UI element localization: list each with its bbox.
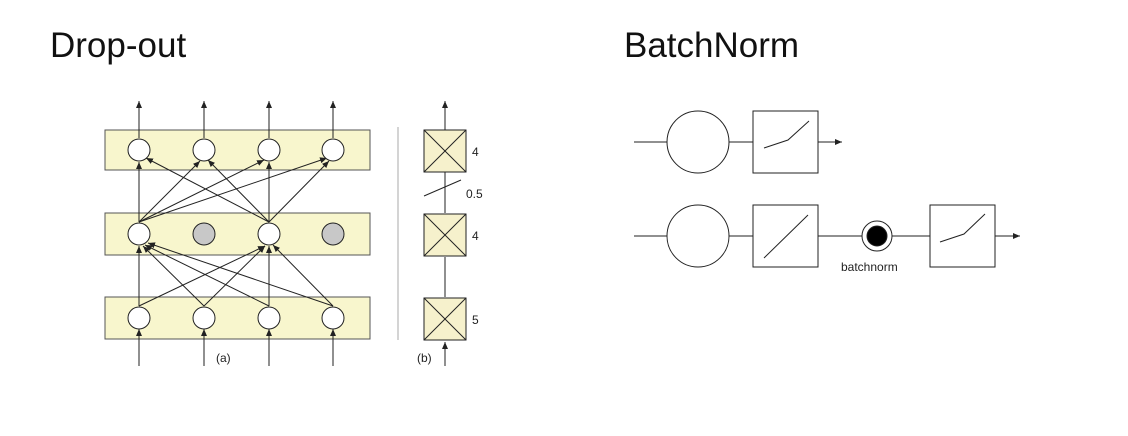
neuron-circle (666, 110, 730, 174)
activation-box (752, 110, 819, 174)
dropout-network: (a) (104, 101, 371, 366)
batchnorm-label: batchnorm (841, 260, 898, 274)
batchnorm-node-inner (866, 225, 888, 247)
layer-count-bottom: 5 (472, 313, 479, 327)
connections-lower (136, 242, 334, 307)
panel-b-label: (b) (417, 351, 432, 365)
node (192, 306, 216, 330)
relu-icon (763, 120, 810, 149)
node (127, 222, 151, 246)
batchnorm-row-top (634, 110, 842, 174)
node (321, 306, 345, 330)
batchnorm-title: BatchNorm (624, 26, 800, 65)
node (321, 138, 345, 162)
input-arrows (136, 329, 336, 366)
connections-upper (136, 157, 330, 223)
nodes-middle (127, 222, 345, 246)
drop-rate-slash (423, 179, 462, 197)
layer-count-top: 4 (472, 145, 479, 159)
linear-box (752, 204, 819, 268)
neuron-circle (666, 204, 730, 268)
node (257, 222, 281, 246)
batchnorm-row-bottom (634, 204, 1020, 268)
node (257, 306, 281, 330)
node (127, 306, 151, 330)
relu-icon (939, 213, 986, 243)
dropout-compact-network: 4 0.5 4 5 (b) (417, 101, 483, 366)
node (127, 138, 151, 162)
nodes-top (127, 138, 345, 162)
layer-box-middle (423, 213, 467, 257)
layer-box-bottom (423, 297, 467, 341)
dropped-node (192, 222, 216, 246)
nodes-bottom (127, 306, 345, 330)
layer-count-middle: 4 (472, 229, 479, 243)
drop-rate-label: 0.5 (466, 187, 483, 201)
node (192, 138, 216, 162)
output-arrows (136, 101, 336, 138)
node (257, 138, 281, 162)
dropped-node (321, 222, 345, 246)
dropout-title: Drop-out (50, 26, 187, 65)
panel-a-label: (a) (216, 351, 231, 365)
layer-box-top (423, 129, 467, 173)
linear-icon (763, 214, 809, 259)
